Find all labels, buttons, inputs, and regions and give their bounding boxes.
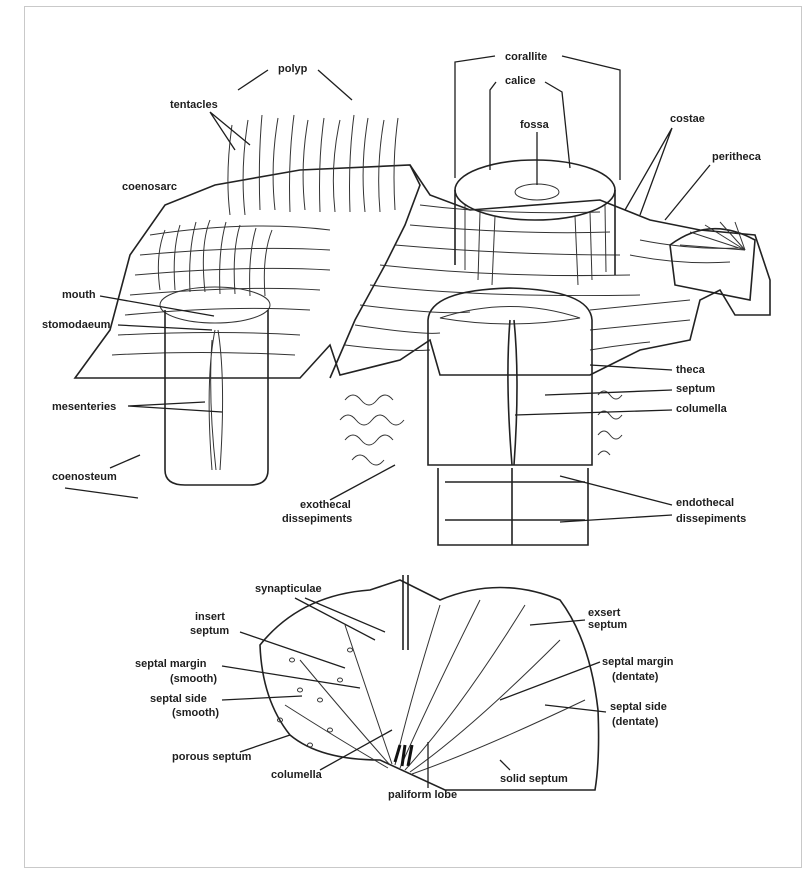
label-exothecal-1: exothecal	[300, 499, 351, 511]
label-endothecal-2: dissepiments	[676, 513, 746, 525]
columella-base	[395, 745, 412, 766]
label-porous-septum: porous septum	[172, 751, 252, 763]
label-septum: septum	[676, 383, 715, 395]
fossa-pit	[515, 184, 559, 200]
septa-fins	[285, 600, 585, 774]
label-insert-2: septum	[190, 625, 229, 637]
label-exsert-2: septum	[588, 619, 627, 631]
label-exsert-1: exsert	[588, 607, 621, 619]
label-theca: theca	[676, 364, 706, 376]
label-margin-dentate-2: (dentate)	[612, 671, 659, 683]
polyp-body	[165, 310, 268, 485]
label-margin-smooth-1: septal margin	[135, 658, 207, 670]
label-mesenteries: mesenteries	[52, 401, 116, 413]
mesentery-folds	[209, 330, 222, 470]
label-side-dentate-2: (dentate)	[612, 716, 659, 728]
label-mouth: mouth	[62, 289, 96, 301]
label-corallite: corallite	[505, 51, 547, 63]
label-fossa: fossa	[520, 119, 550, 131]
label-polyp: polyp	[278, 63, 308, 75]
label-side-smooth-2: (smooth)	[172, 707, 219, 719]
peritheca-septa	[680, 222, 745, 250]
label-coenosarc: coenosarc	[122, 181, 177, 193]
bottom-labels: synapticulae insert septum septal margin…	[135, 583, 674, 801]
label-solid-septum: solid septum	[500, 773, 568, 785]
label-synapticulae: synapticulae	[255, 583, 322, 595]
label-paliform-lobe: paliform lobe	[388, 789, 457, 801]
calice-rim	[455, 160, 615, 220]
columella-rod	[403, 575, 408, 650]
exothecal-texture	[340, 391, 622, 465]
label-calice: calice	[505, 75, 536, 87]
label-side-smooth-1: septal side	[150, 693, 207, 705]
label-columella-bottom: columella	[271, 769, 323, 781]
septa-fan-outline	[260, 580, 599, 790]
corallite-cylinder	[455, 160, 615, 285]
oral-disc	[160, 287, 270, 323]
label-insert-1: insert	[195, 611, 225, 623]
label-peritheca: peritheca	[712, 151, 762, 163]
tentacles-group	[158, 115, 398, 296]
columella-line	[508, 320, 517, 465]
lower-tube	[438, 468, 588, 545]
label-costae: costae	[670, 113, 705, 125]
label-columella: columella	[676, 403, 728, 415]
label-stomodaeum: stomodaeum	[42, 319, 111, 331]
label-side-dentate-1: septal side	[610, 701, 667, 713]
label-margin-dentate-1: septal margin	[602, 656, 674, 668]
label-margin-smooth-2: (smooth)	[170, 673, 217, 685]
label-coenosteum: coenosteum	[52, 471, 117, 483]
label-exothecal-2: dissepiments	[282, 513, 352, 525]
colony-block-illustration	[75, 165, 770, 378]
label-tentacles: tentacles	[170, 99, 218, 111]
growth-lines	[112, 205, 740, 355]
block-ridge	[330, 165, 420, 378]
label-endothecal-1: endothecal	[676, 497, 734, 509]
